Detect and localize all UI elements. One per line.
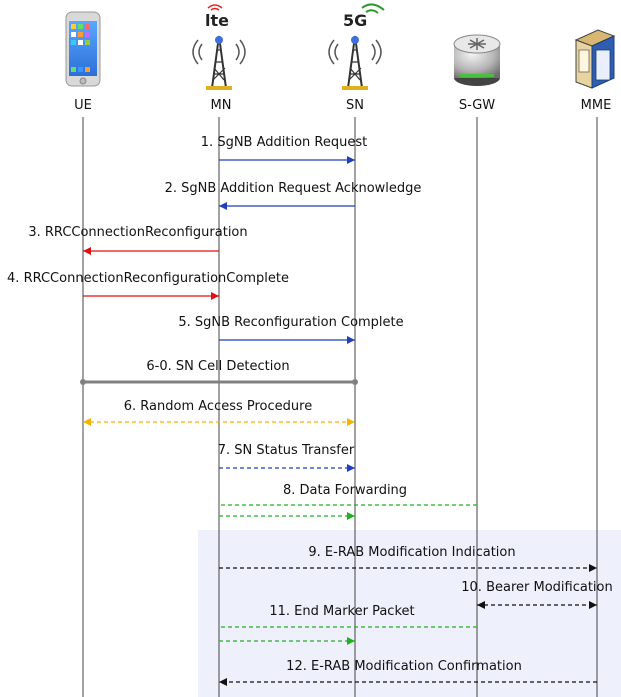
entity-label-ue: UE <box>74 98 92 113</box>
entity-label-mme: MME <box>581 98 612 113</box>
message-label-6: 6. Random Access Procedure <box>124 399 312 414</box>
arrow-head <box>589 564 597 572</box>
message-label-4: 4. RRCConnectionReconfigurationComplete <box>7 271 289 286</box>
message-label-6-0: 6-0. SN Cell Detection <box>146 359 289 374</box>
message-label-10: 10. Bearer Modification <box>461 580 612 595</box>
message-label-8: 8. Data Forwarding <box>283 483 407 498</box>
entity-label-sgw: S-GW <box>459 98 495 113</box>
message-label-9: 9. E-RAB Modification Indication <box>308 545 515 560</box>
svg-text:lte: lte <box>205 11 229 30</box>
message-label-7: 7. SN Status Transfer <box>218 443 355 458</box>
svg-text:5G: 5G <box>343 11 367 30</box>
message-label-1: 1. SgNB Addition Request <box>201 135 367 150</box>
mme-server-icon <box>574 29 616 89</box>
arrow-endpoint <box>352 379 358 385</box>
arrow-head <box>347 512 355 520</box>
arrow-head <box>219 202 227 210</box>
message-label-12: 12. E-RAB Modification Confirmation <box>286 659 522 674</box>
arrow-head <box>83 247 91 255</box>
message-label-2: 2. SgNB Addition Request Acknowledge <box>165 181 422 196</box>
message-label-11: 11. End Marker Packet <box>269 604 414 619</box>
entity-label-sn: SN <box>346 98 364 113</box>
sgw-router-icon <box>453 34 501 86</box>
arrow-head <box>347 637 355 645</box>
entity-label-mn: MN <box>211 98 232 113</box>
arrow-head <box>347 156 355 164</box>
mn-tower-icon: lte <box>192 4 246 90</box>
message-label-5: 5. SgNB Reconfiguration Complete <box>178 315 403 330</box>
arrow-head <box>477 601 485 609</box>
message-label-3: 3. RRCConnectionReconfiguration <box>28 225 247 240</box>
message-arrows <box>80 156 597 686</box>
arrow-head <box>347 464 355 472</box>
arrow-head <box>589 601 597 609</box>
arrow-head <box>347 418 355 426</box>
ue-phone-icon <box>65 11 101 87</box>
arrow-head <box>211 292 219 300</box>
arrow-head <box>219 678 227 686</box>
arrow-endpoint <box>80 379 86 385</box>
arrow-head <box>83 418 91 426</box>
sn-tower-icon: 5G <box>328 3 385 90</box>
highlight-region <box>198 530 621 697</box>
arrow-head <box>347 336 355 344</box>
